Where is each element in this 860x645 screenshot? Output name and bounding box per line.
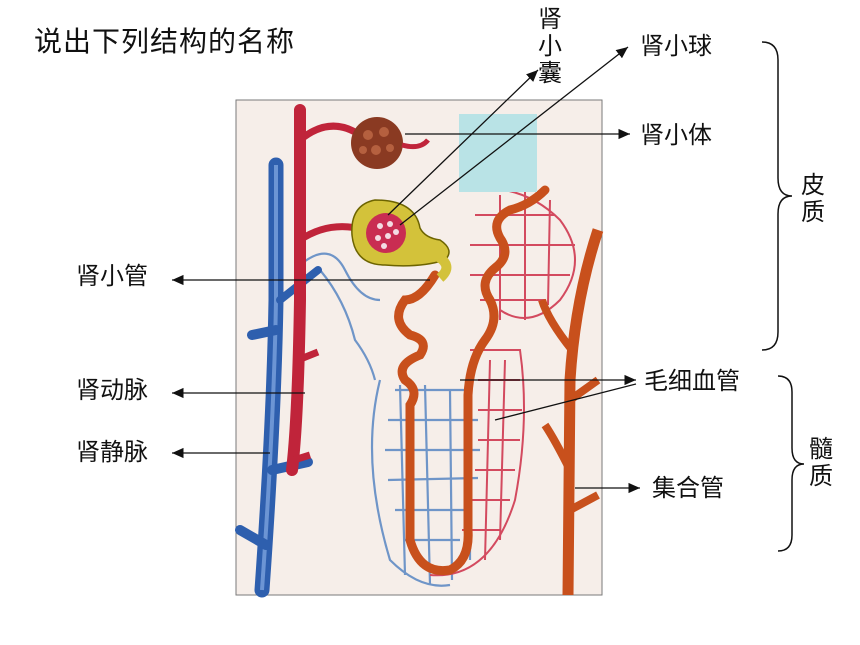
label-shen-xiao-guan: 肾小管 [76, 262, 148, 290]
collecting-duct [538, 228, 604, 596]
leader-shen-xiao-nang [387, 69, 539, 216]
medulla-brace [777, 375, 805, 552]
label-shen-xiao-qiu: 肾小球 [640, 32, 712, 60]
label-sui-zhi: 髓质 [809, 435, 833, 490]
label-shen-dong-mai: 肾动脉 [76, 376, 148, 404]
page-title: 说出下列结构的名称 [34, 25, 296, 58]
renal-corpuscle-section [351, 199, 452, 282]
leader-lines [172, 46, 640, 494]
label-shen-xiao-ti: 肾小体 [640, 121, 712, 149]
label-ji-he-guan: 集合管 [652, 474, 724, 502]
upper-glomerulus [351, 117, 430, 169]
leader-mao-xi-xue-guan-2 [494, 383, 637, 421]
venous-capillary-network [299, 252, 480, 587]
label-shen-xiao-nang: 肾小囊 [538, 5, 562, 87]
cortex-brace [761, 41, 793, 351]
label-mao-xi-xue-guan: 毛细血管 [644, 367, 740, 395]
label-shen-jing-mai: 肾静脉 [76, 438, 148, 466]
leader-shen-xiao-qiu [399, 46, 629, 226]
renal-tubule [394, 185, 550, 576]
answer-mask [459, 114, 537, 192]
label-pi-zhi: 皮质 [801, 171, 825, 226]
